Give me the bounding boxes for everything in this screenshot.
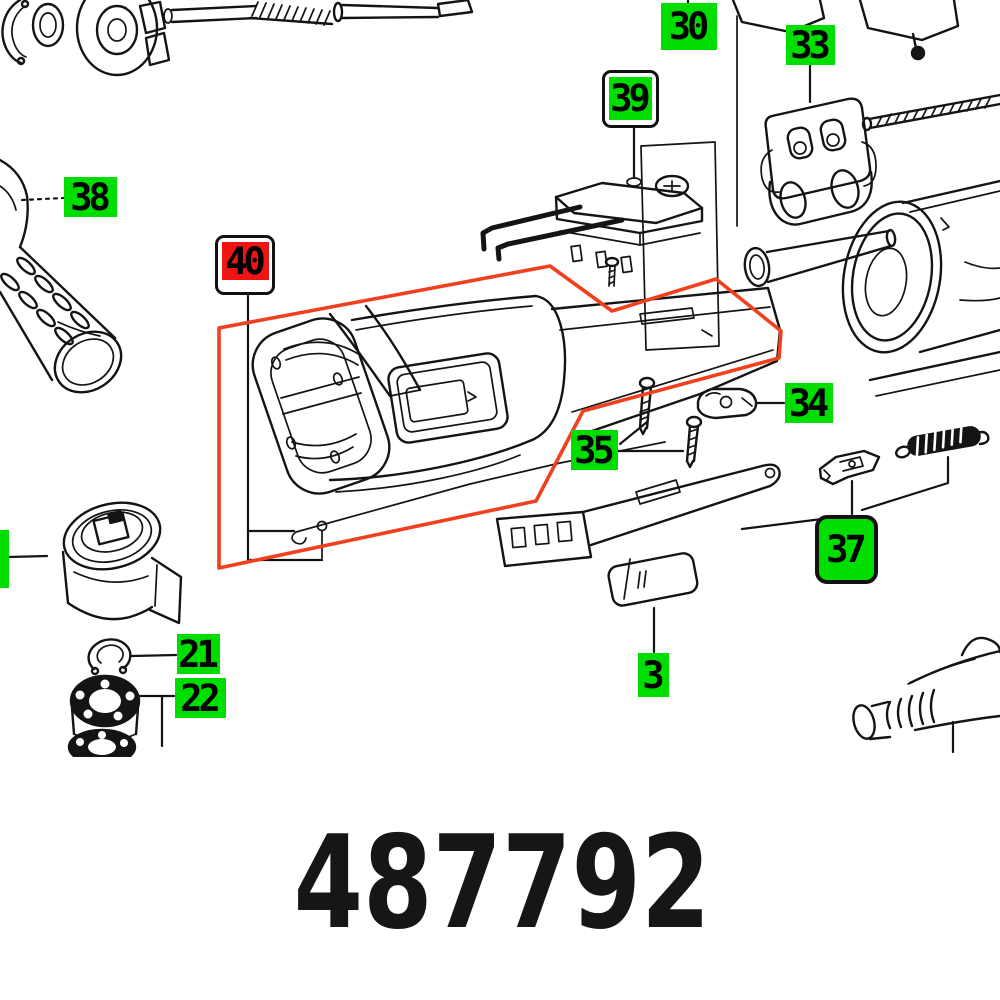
tension-spring (895, 423, 990, 459)
clamp-part (760, 97, 877, 226)
leader-lines (7, 0, 955, 754)
top-edge-parts (731, 0, 960, 227)
mains-cable (852, 636, 1000, 741)
bolt (743, 228, 897, 288)
motor-housing (841, 179, 1000, 397)
latch-plate (696, 387, 758, 420)
gear-shaft-cluster (1, 0, 474, 77)
cover-button (607, 552, 699, 607)
spring-clip (818, 449, 881, 486)
fan-impeller (61, 501, 183, 625)
switch-assembly (480, 174, 704, 287)
cover-plate (640, 141, 720, 351)
ball-bearings (58, 674, 153, 779)
highlight-outline (217, 264, 783, 570)
circlip (87, 638, 132, 676)
handle-grip (0, 158, 123, 394)
part-number: 487792 (293, 809, 711, 958)
slider-bar (495, 463, 781, 568)
splined-rod (861, 93, 1000, 132)
